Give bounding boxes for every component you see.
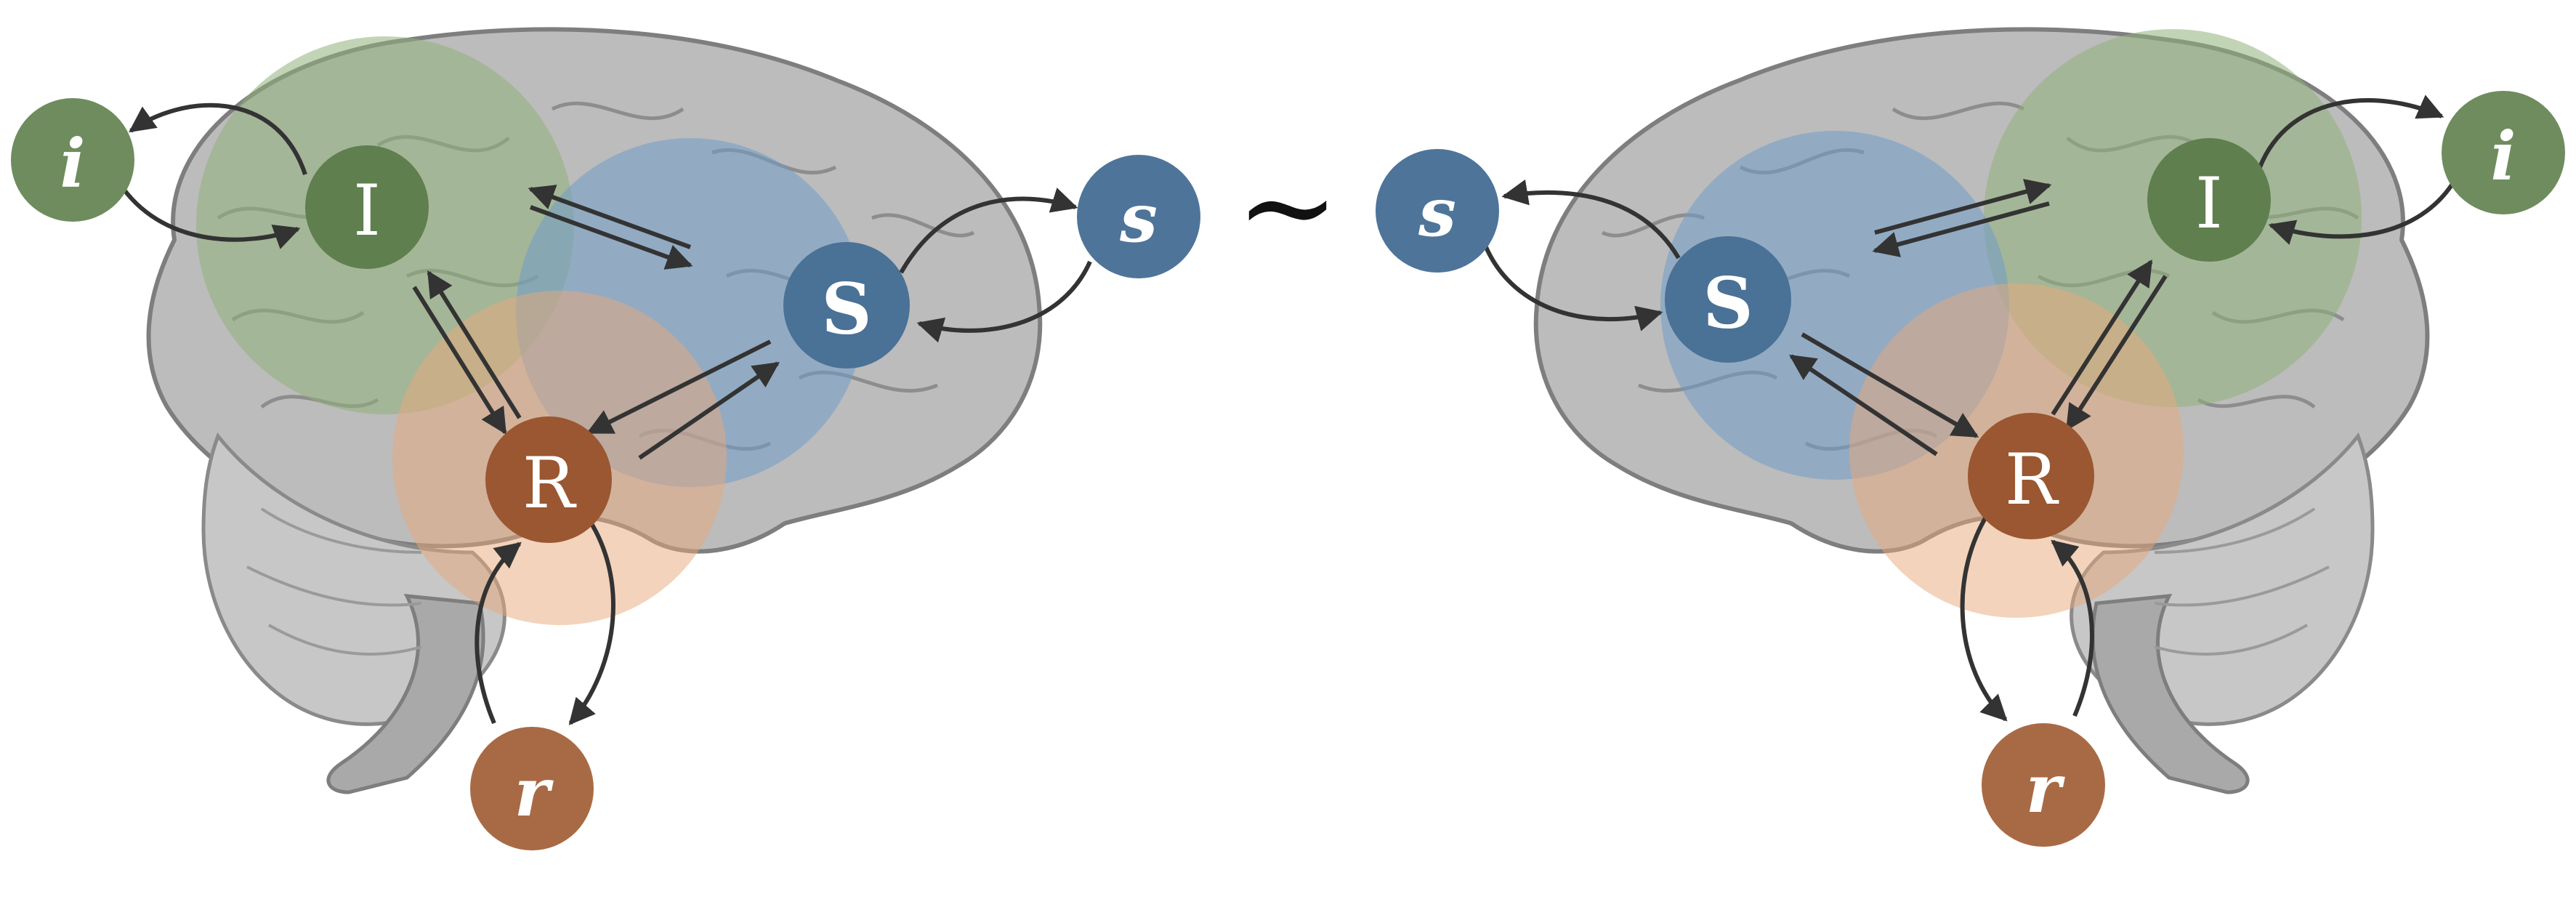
right-arrow-S-to-R xyxy=(1801,332,1979,438)
left-brain-stem xyxy=(326,594,485,794)
right-arrow-i-to-I xyxy=(2268,177,2458,245)
right-cerebellum-folds xyxy=(2154,507,2330,656)
left-node-S-label: S xyxy=(821,268,871,350)
right-node-S-label: S xyxy=(1703,262,1753,345)
right-node-s: s xyxy=(1376,149,1499,273)
right-node-s-label: s xyxy=(1418,173,1456,251)
left-arrow-I-to-i xyxy=(129,102,307,175)
right-node-R-label: R xyxy=(2005,439,2059,520)
left-arrow-r-to-R xyxy=(475,541,522,725)
right-arrow-R-to-I xyxy=(2051,259,2153,416)
left-arrow-R-to-r xyxy=(568,507,615,725)
right-node-i: i xyxy=(2442,91,2565,214)
left-arrow-I-to-S xyxy=(529,205,693,270)
left-node-R: R xyxy=(485,416,612,543)
right-arrow-I-to-R xyxy=(2065,275,2168,432)
left-arrow-s-to-S xyxy=(916,260,1092,343)
left-arrow-S-to-s xyxy=(899,188,1078,274)
right-brain: I S R i s r xyxy=(1376,27,2565,847)
left-node-s: s xyxy=(1077,155,1200,278)
right-arrow-I-to-S xyxy=(1872,201,2050,257)
left-arrow-R-to-S xyxy=(638,361,780,460)
right-arrow-S-to-I xyxy=(1874,179,2052,235)
right-arrow-r-to-R xyxy=(2051,539,2094,717)
left-arrow-I-to-R xyxy=(412,286,507,435)
left-arrows xyxy=(121,102,1092,725)
left-brain: I S R i s r xyxy=(11,27,1200,850)
left-node-i: i xyxy=(11,98,134,222)
left-arrow-R-to-I xyxy=(427,270,522,419)
right-arrow-R-to-S xyxy=(1789,354,1938,456)
right-arrow-S-to-s xyxy=(1501,179,1681,259)
right-node-S: S xyxy=(1665,236,1791,363)
left-node-r: r xyxy=(470,727,594,850)
left-node-S: S xyxy=(783,242,910,369)
left-node-I-label: I xyxy=(353,170,381,251)
right-arrows xyxy=(1484,94,2458,722)
right-node-R: R xyxy=(1968,413,2094,539)
left-node-r-label: r xyxy=(514,753,554,831)
left-arrow-S-to-R xyxy=(586,339,772,435)
right-node-I: I xyxy=(2147,138,2271,262)
similarity-tilde: ~ xyxy=(1236,135,1339,279)
right-arrow-I-to-i xyxy=(2258,94,2444,169)
right-arrow-s-to-S xyxy=(1484,246,1663,331)
left-node-i-label: i xyxy=(60,124,86,203)
right-node-r-label: r xyxy=(2026,749,2066,828)
left-node-R-label: R xyxy=(522,443,577,524)
right-node-I-label: I xyxy=(2195,163,2223,244)
right-node-i-label: i xyxy=(2491,117,2516,196)
left-node-s-label: s xyxy=(1119,179,1158,257)
right-arrow-R-to-r xyxy=(1960,507,2008,722)
right-node-r: r xyxy=(1982,723,2105,847)
right-brain-stem xyxy=(2091,594,2250,794)
left-arrow-S-to-I xyxy=(528,185,692,249)
left-arrow-i-to-I xyxy=(121,188,301,249)
left-cerebellum-folds xyxy=(246,507,422,656)
left-node-I: I xyxy=(305,145,429,269)
